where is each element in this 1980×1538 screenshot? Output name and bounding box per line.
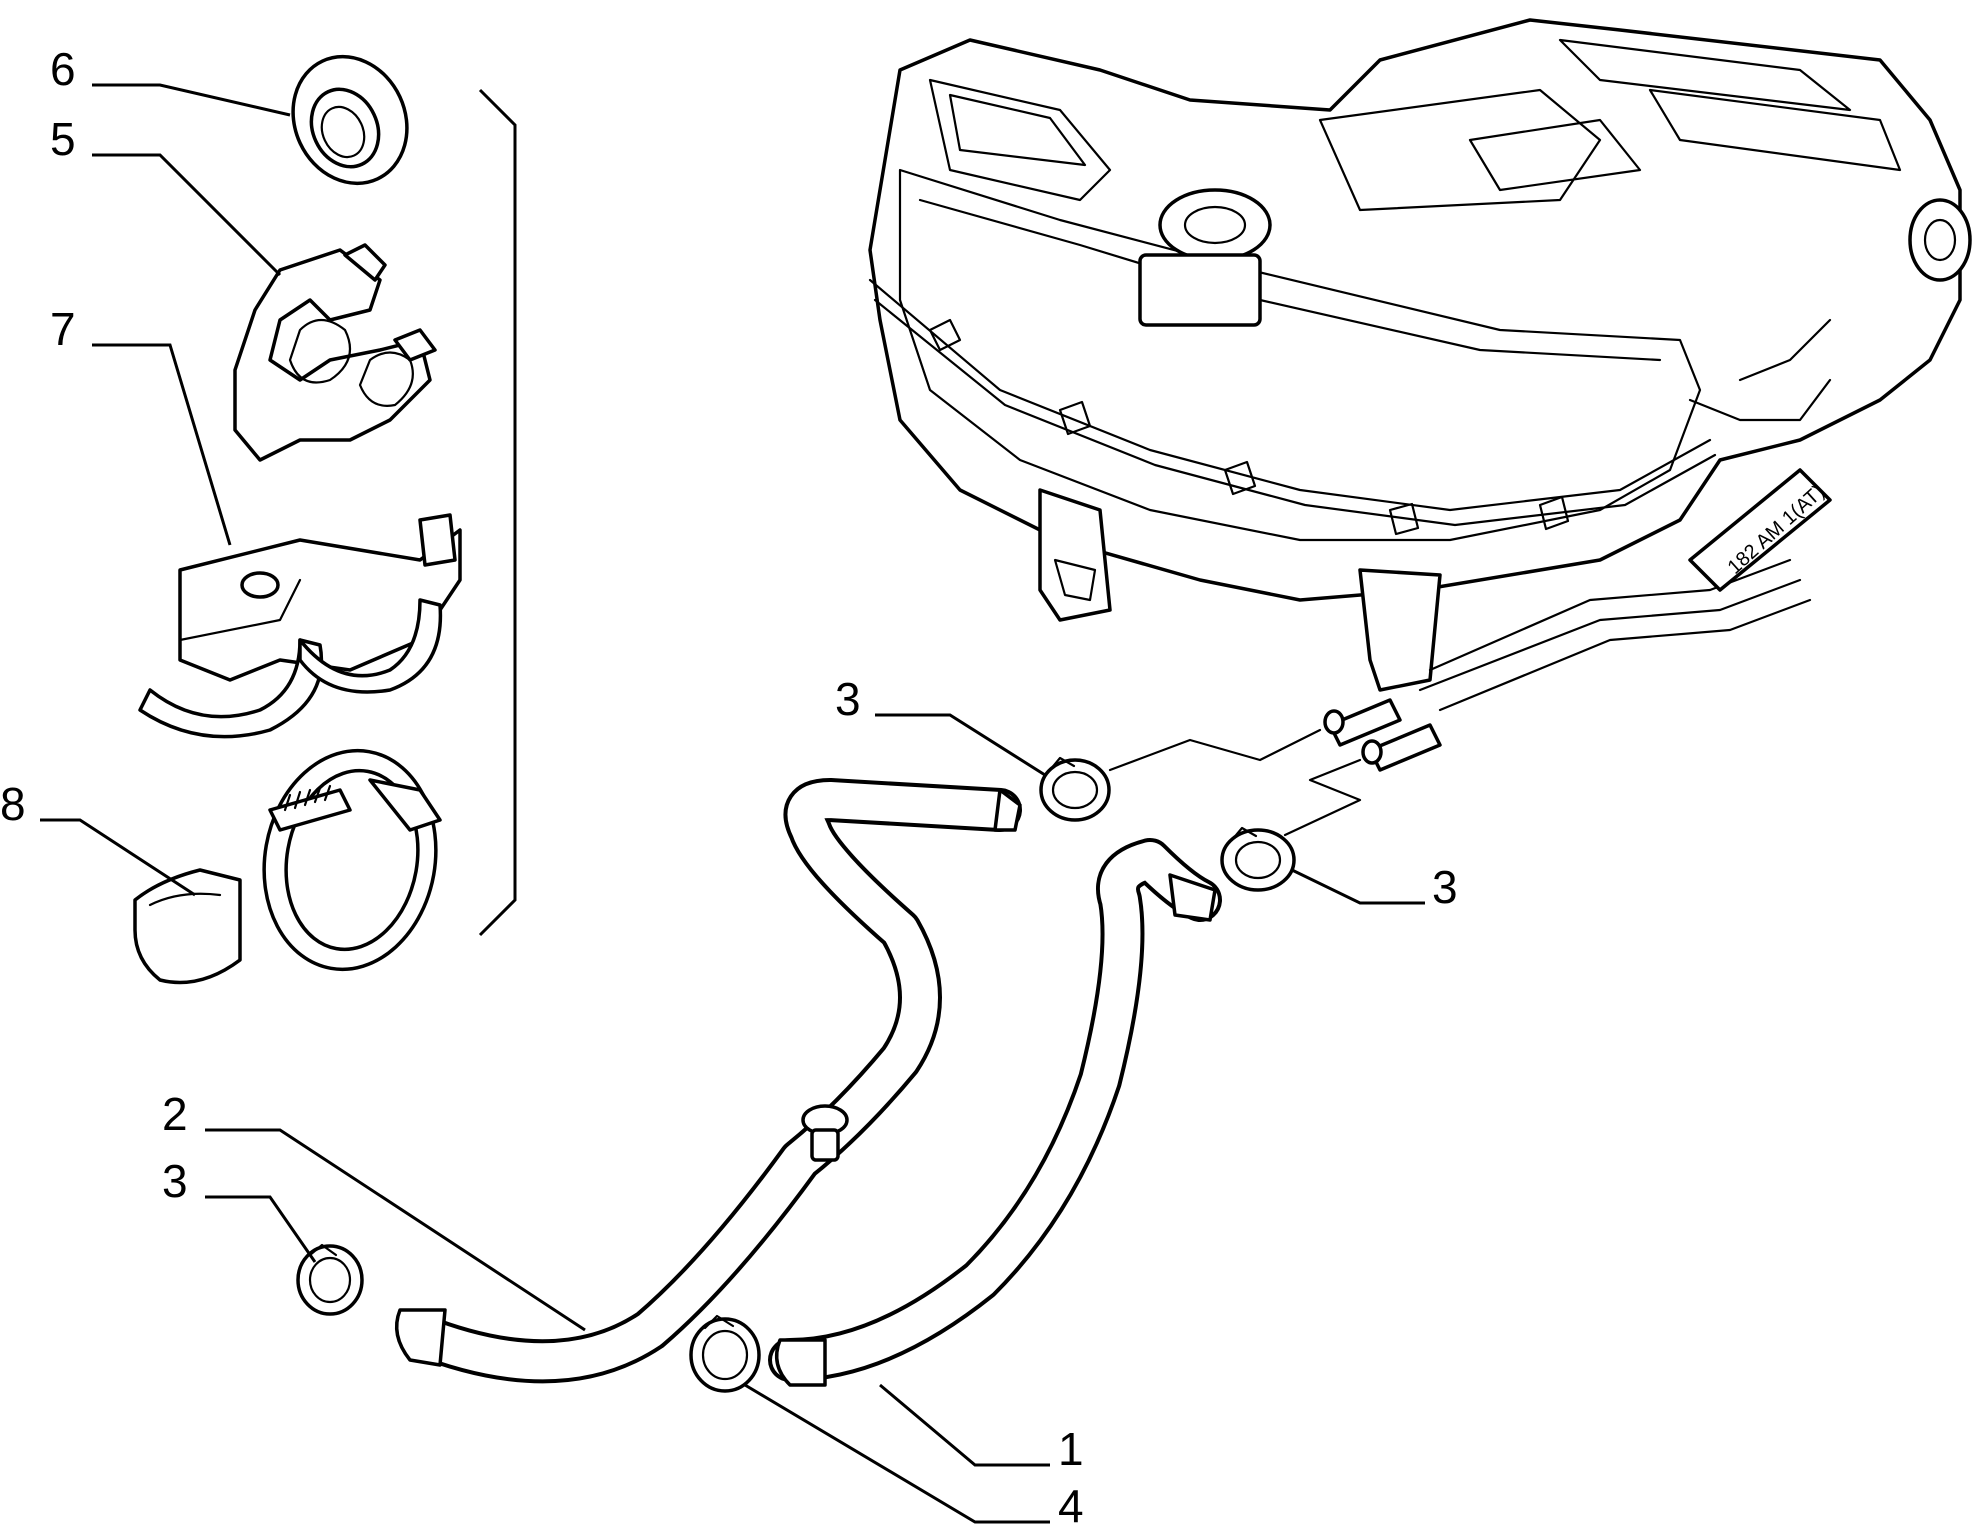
assembly-line-2 [1283, 758, 1362, 837]
part-7-bracket [138, 513, 462, 739]
hose-part-2 [394, 778, 1022, 1384]
clamp-3-top-left [1039, 756, 1111, 822]
callout-3-top: 3 [835, 673, 861, 725]
clamp-3-bottom-left [296, 1243, 364, 1316]
callout-7: 7 [50, 303, 76, 355]
callout-6: 6 [50, 43, 76, 95]
clamp-4 [689, 1314, 761, 1393]
callout-1: 1 [1058, 1423, 1084, 1475]
assembly-line-1 [1108, 728, 1322, 772]
heater-unit: 182 AM 1(AT) [868, 18, 1972, 772]
callout-4: 4 [1058, 1480, 1084, 1532]
part-6-seal [291, 54, 409, 186]
callout-8: 8 [0, 778, 26, 830]
callout-5: 5 [50, 113, 76, 165]
leader-lines [40, 83, 1425, 1524]
parts-group-bracket [478, 88, 517, 937]
part-5-double-clip [233, 243, 437, 462]
hose-part-1 [768, 838, 1222, 1387]
part-8-band-clip [133, 748, 442, 985]
callout-3-left: 3 [162, 1155, 188, 1207]
callout-2: 2 [162, 1088, 188, 1140]
callout-3-right: 3 [1432, 861, 1458, 913]
clamp-3-top-right [1220, 826, 1296, 892]
